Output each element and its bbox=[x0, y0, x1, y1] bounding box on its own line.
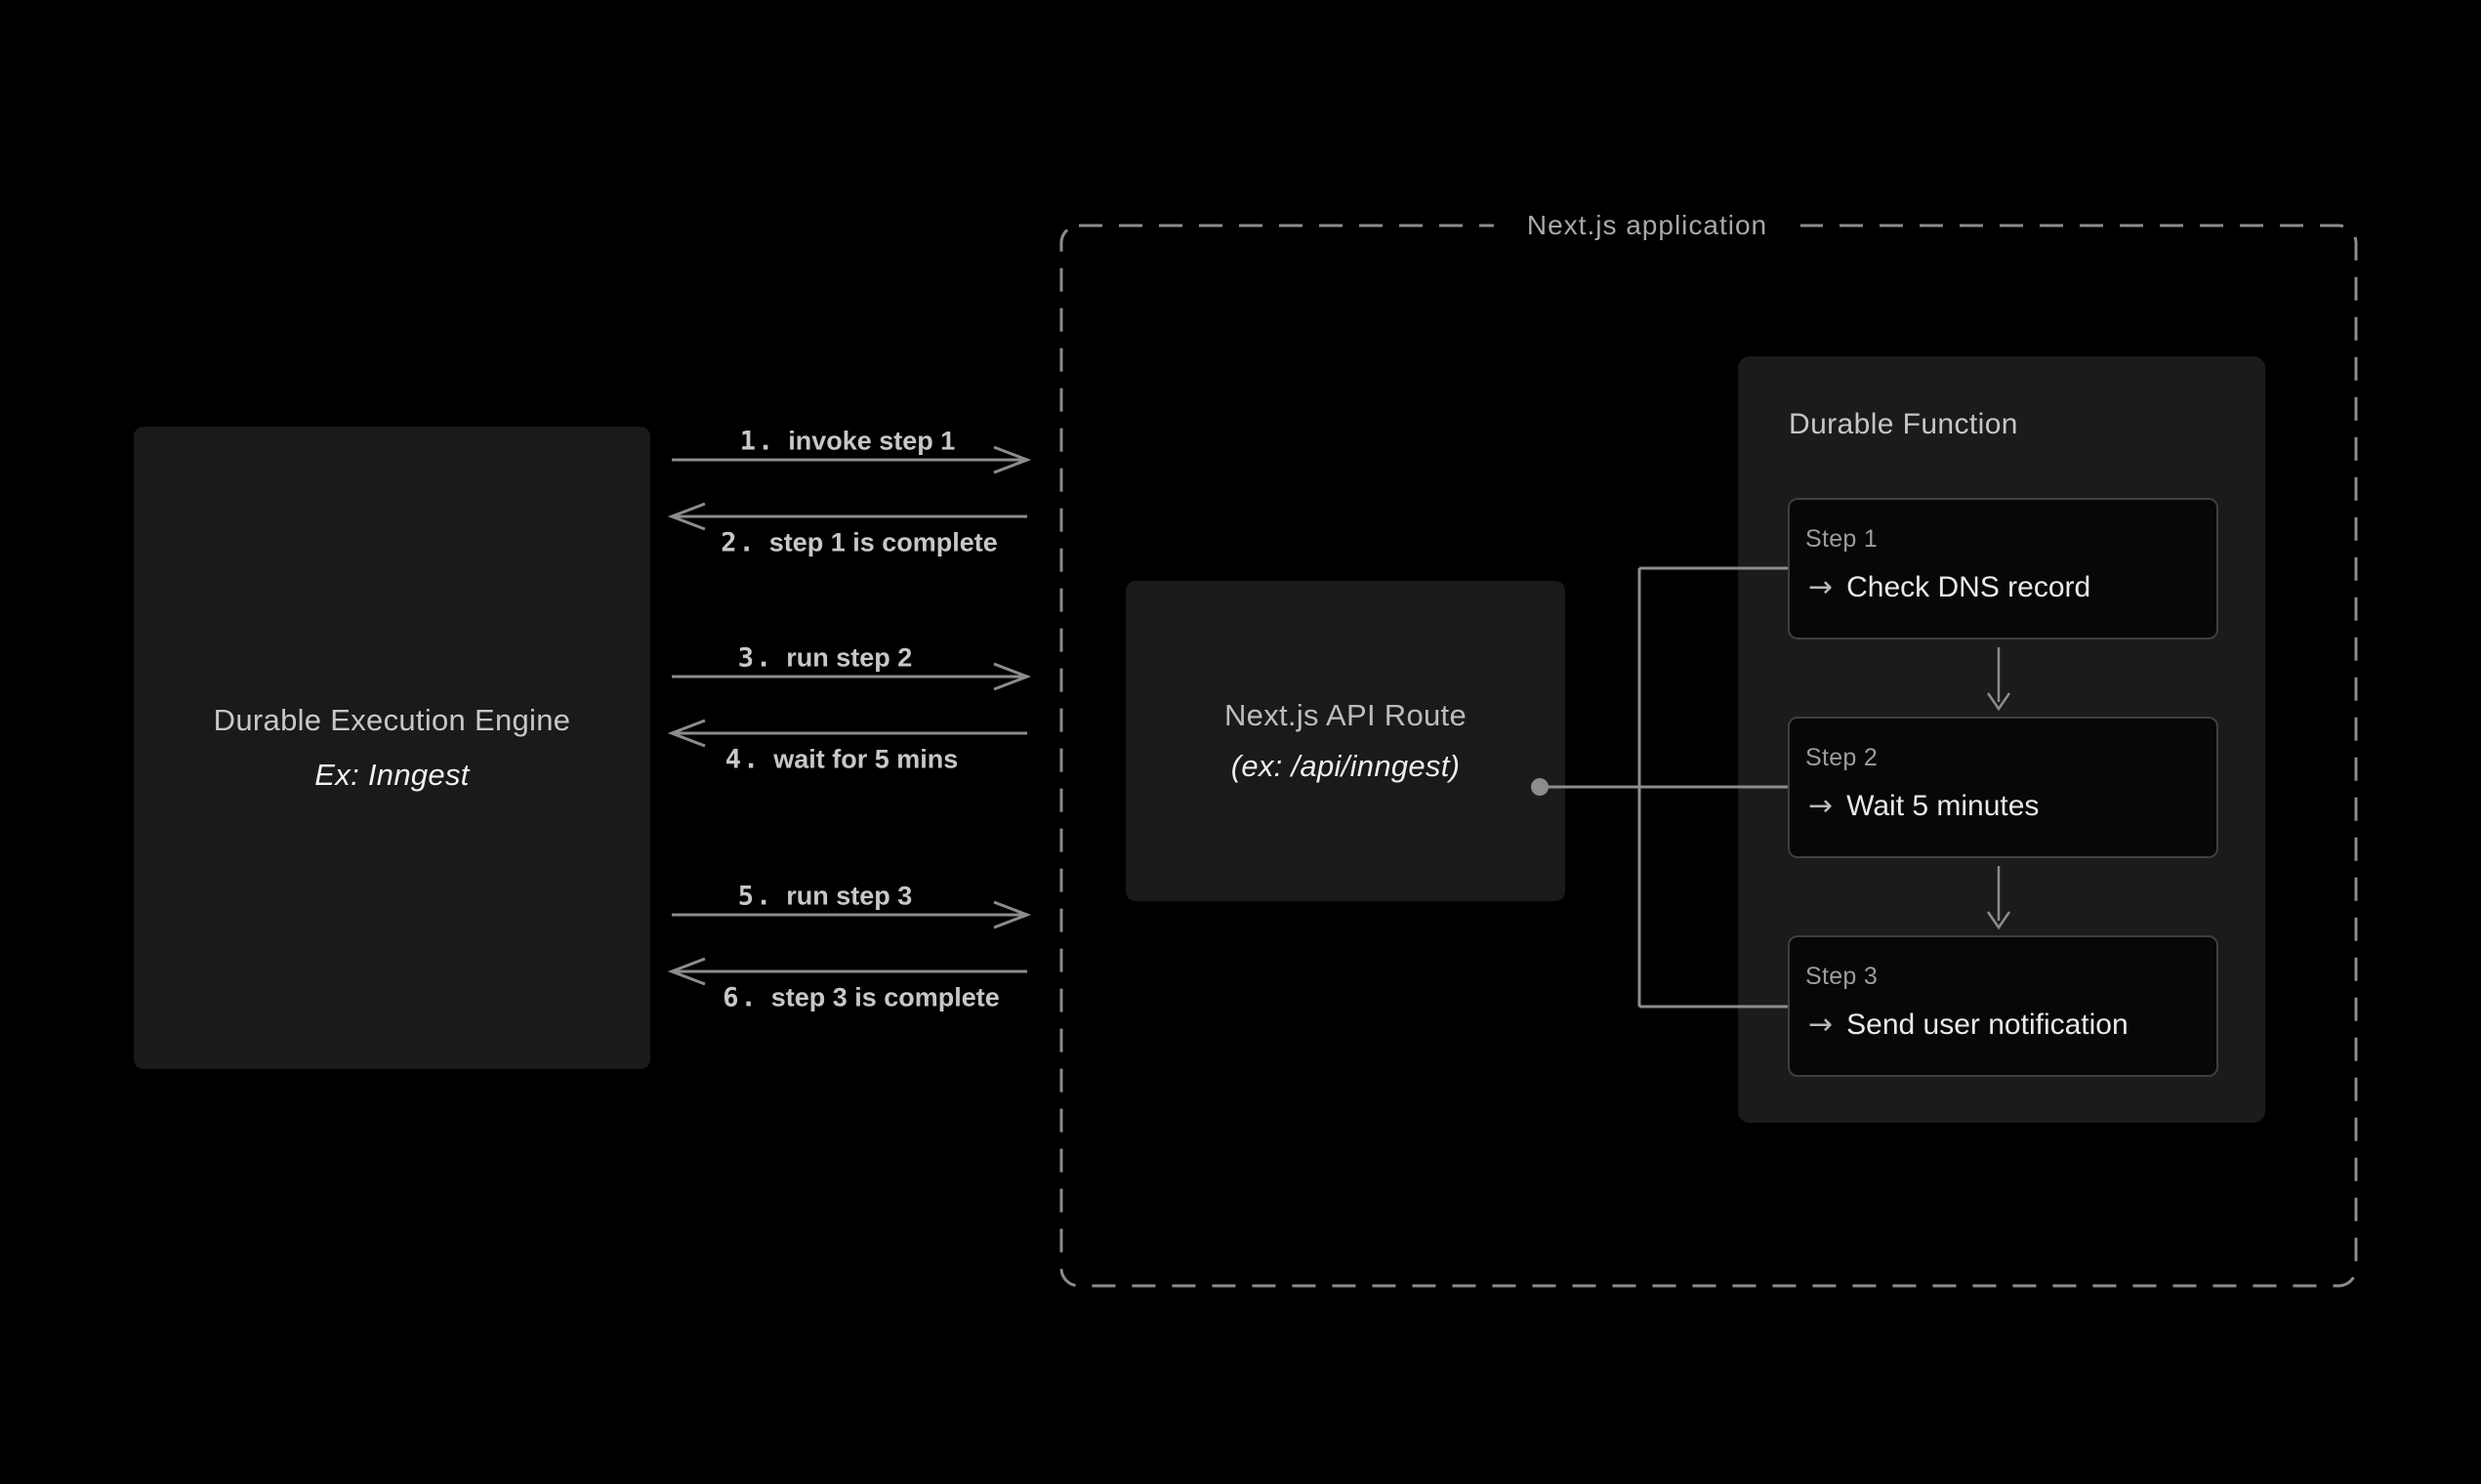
durable-execution-engine-box: Durable Execution Engine Ex: Inngest bbox=[134, 427, 650, 1069]
step-1-action-text: Check DNS record bbox=[1846, 570, 2091, 603]
message-text: run step 2 bbox=[786, 642, 913, 673]
durable-function-title: Durable Function bbox=[1789, 408, 2018, 440]
message-number: 5. bbox=[737, 881, 774, 912]
arrow-1-head bbox=[993, 445, 1032, 474]
engine-title: Durable Execution Engine bbox=[213, 703, 571, 737]
right-arrow-icon: → bbox=[1808, 1008, 1834, 1042]
step-2-label: Step 2 bbox=[1805, 744, 1879, 771]
step-1-action: → Check DNS record bbox=[1808, 570, 2090, 604]
message-text: step 3 is complete bbox=[770, 982, 1000, 1012]
arrow-4-head bbox=[667, 719, 706, 748]
step-2-action: → Wait 5 minutes bbox=[1808, 789, 2039, 823]
message-text: invoke step 1 bbox=[788, 426, 956, 456]
step-1-box: Step 1 → Check DNS record bbox=[1788, 498, 2218, 639]
message-label-run-step-3: 5. run step 3 bbox=[738, 882, 913, 912]
step-3-label: Step 3 bbox=[1805, 963, 1879, 990]
message-number: 4. bbox=[724, 744, 762, 775]
message-text: run step 3 bbox=[786, 881, 913, 911]
step-3-box: Step 3 → Send user notification bbox=[1788, 935, 2218, 1077]
message-number: 6. bbox=[723, 982, 759, 1013]
message-label-run-step-2: 3. run step 2 bbox=[738, 643, 913, 674]
step-1-label: Step 1 bbox=[1805, 525, 1879, 553]
nextjs-api-route-box: Next.js API Route (ex: /api/inngest) bbox=[1126, 581, 1565, 901]
nextjs-application-label: Next.js application bbox=[1493, 202, 1801, 249]
step-2-box: Step 2 → Wait 5 minutes bbox=[1788, 717, 2218, 858]
right-arrow-icon: → bbox=[1808, 789, 1834, 823]
message-label-step-1-complete: 2. step 1 is complete bbox=[721, 528, 998, 558]
arrow-2-head bbox=[667, 502, 706, 531]
step-3-action-text: Send user notification bbox=[1846, 1008, 2129, 1041]
arrow-3-head bbox=[993, 662, 1032, 691]
api-route-subtitle: (ex: /api/inngest) bbox=[1230, 749, 1461, 783]
message-number: 1. bbox=[739, 426, 776, 457]
message-number: 2. bbox=[721, 527, 757, 558]
message-label-invoke-step-1: 1. invoke step 1 bbox=[740, 427, 956, 457]
message-label-wait-5-mins: 4. wait for 5 mins bbox=[725, 745, 959, 775]
message-label-step-3-complete: 6. step 3 is complete bbox=[723, 983, 1000, 1013]
arrow-5-head bbox=[993, 900, 1032, 929]
durable-function-panel: Durable Function Step 1 → Check DNS reco… bbox=[1738, 356, 2265, 1123]
engine-subtitle: Ex: Inngest bbox=[314, 758, 470, 792]
message-text: wait for 5 mins bbox=[773, 744, 959, 774]
arrow-6-head bbox=[667, 957, 706, 986]
message-number: 3. bbox=[737, 642, 774, 674]
step-3-action: → Send user notification bbox=[1808, 1008, 2129, 1042]
step-2-action-text: Wait 5 minutes bbox=[1846, 789, 2040, 822]
right-arrow-icon: → bbox=[1808, 570, 1834, 604]
message-text: step 1 is complete bbox=[768, 527, 998, 557]
api-route-title: Next.js API Route bbox=[1223, 698, 1468, 732]
